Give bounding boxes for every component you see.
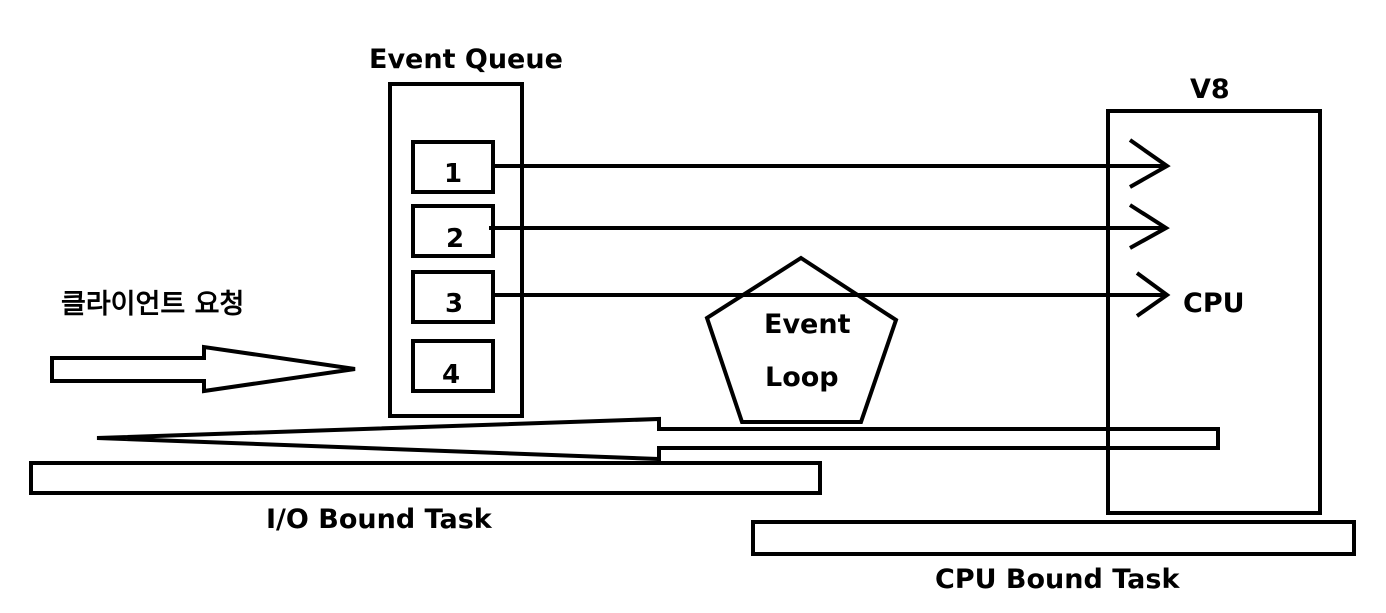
- event-queue-box: [388, 82, 524, 418]
- event-loop-label-line2: Loop: [765, 362, 839, 393]
- queue-to-v8-arrow-2: [489, 203, 1170, 250]
- cpu-label: CPU: [1183, 288, 1245, 319]
- queue-slot-3-label: 3: [445, 289, 463, 319]
- v8-to-client-return-arrow: [96, 416, 1220, 462]
- io-bound-label: I/O Bound Task: [266, 504, 493, 535]
- client-request-label: 클라이언트 요청: [61, 289, 244, 320]
- queue-to-v8-arrow-3: [493, 271, 1171, 318]
- io-bound-bar: [29, 461, 822, 495]
- event-loop-label-line1: Event: [764, 309, 851, 340]
- queue-slot-4-label: 4: [442, 360, 460, 390]
- cpu-bound-label: CPU Bound Task: [935, 564, 1180, 595]
- queue-to-v8-arrow-1: [493, 138, 1171, 189]
- event-queue-title: Event Queue: [369, 44, 563, 75]
- client-request-arrow: [50, 344, 356, 394]
- queue-slot-1-label: 1: [444, 159, 462, 189]
- queue-slot-4-box: [411, 339, 495, 393]
- v8-title: V8: [1190, 74, 1230, 105]
- v8-box: [1106, 109, 1322, 515]
- cpu-bound-bar: [751, 520, 1356, 556]
- event-loop-pentagon: [704, 255, 899, 424]
- queue-slot-2-label: 2: [446, 224, 464, 254]
- queue-slot-2-box: [411, 204, 495, 258]
